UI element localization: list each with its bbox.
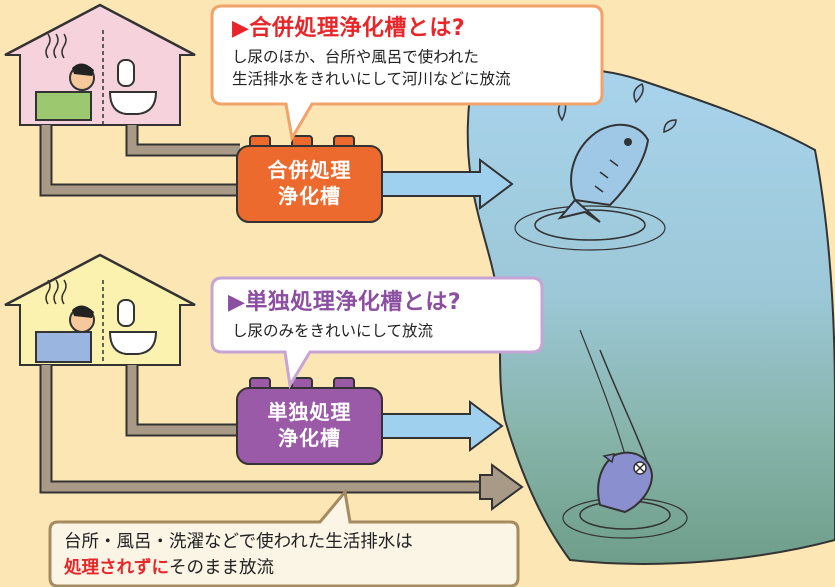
untreated-note-rest: そのまま放流	[169, 558, 274, 578]
callout-single-title: ▶単独処理浄化槽とは?	[228, 290, 462, 315]
healthy-fish-icon	[557, 123, 650, 223]
clean-outflow-arrow	[381, 158, 514, 210]
tank-combined-label: 合併処理 浄化槽	[237, 157, 382, 209]
callout-single-box	[210, 276, 544, 390]
callout-combined-box	[210, 4, 604, 143]
house-single	[4, 253, 196, 366]
untreated-note-emphasis: 処理されずに	[64, 558, 169, 578]
untreated-outflow-arrow	[479, 463, 524, 511]
tank-combined-label-line2: 浄化槽	[278, 184, 341, 208]
pipe-single	[39, 365, 490, 494]
untreated-note-line2: 処理されずにそのまま放流	[64, 556, 274, 580]
tank-single-label-line2: 浄化槽	[278, 426, 341, 450]
sick-fish-icon	[597, 451, 654, 514]
callout-combined-title: ▶合併処理浄化槽とは?	[232, 16, 466, 41]
tank-combined-label-line1: 合併処理	[267, 158, 352, 182]
pipe-combined	[39, 125, 240, 197]
tank-single-label: 単独処理 浄化槽	[237, 399, 382, 451]
callout-combined-body-line2: 生活排水をきれいにして河川などに放流	[232, 70, 511, 88]
house-combined	[4, 3, 196, 126]
callout-single-body-line1: し尿のみをきれいにして放流	[232, 322, 434, 340]
untreated-note-box	[48, 488, 520, 587]
tank-single	[236, 377, 383, 465]
tank-single-label-line1: 単独処理	[267, 400, 352, 424]
untreated-note-line1: 台所・風呂・洗濯などで使われた生活排水は	[64, 532, 413, 552]
ripple	[514, 205, 666, 251]
single-outflow-arrow	[381, 400, 504, 452]
callout-combined-body-line1: し尿のほか、台所や風呂で使われた	[232, 48, 479, 66]
ripple	[534, 209, 646, 241]
